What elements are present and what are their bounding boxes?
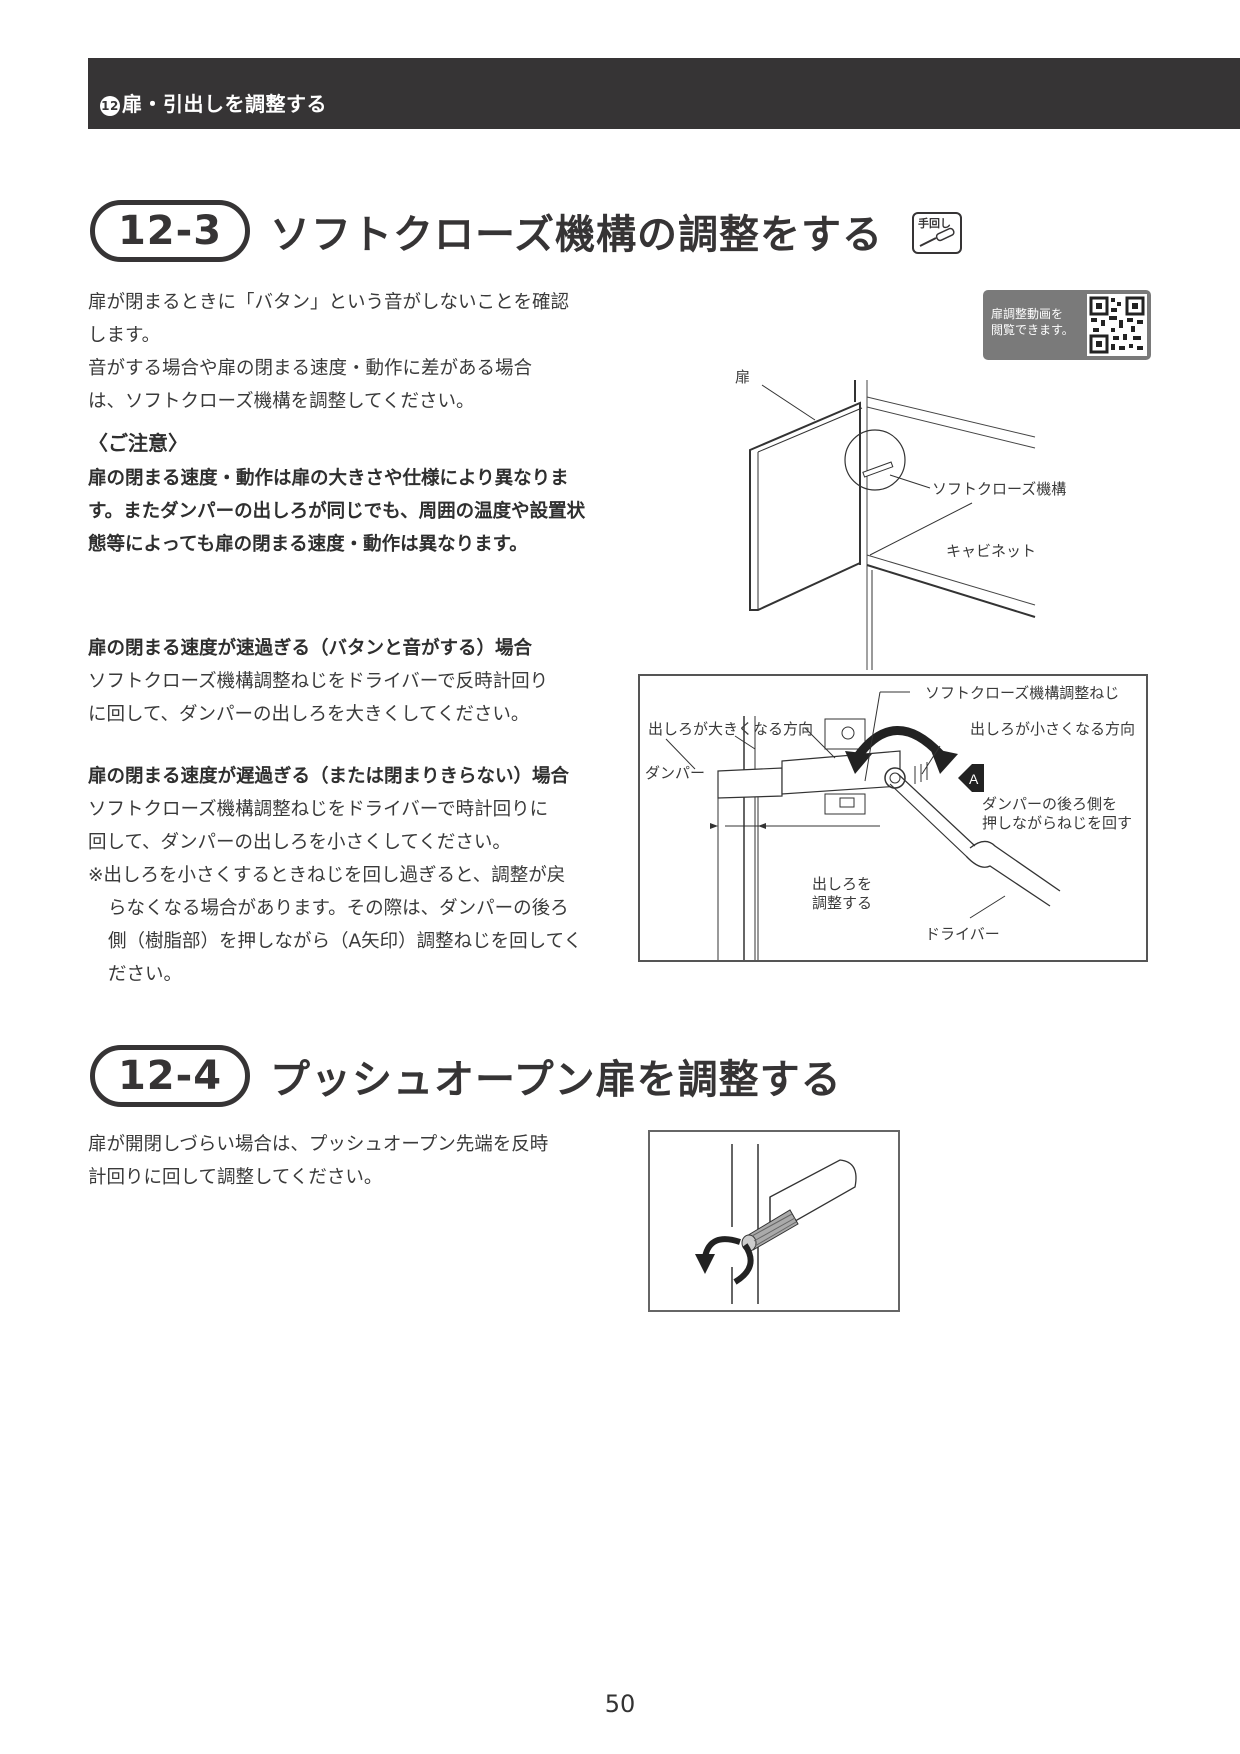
section-title: プッシュオープン扉を調整する xyxy=(270,1057,842,1103)
section-title: ソフトクローズ機構の調整をする xyxy=(270,212,883,258)
section-number: 12-4 xyxy=(90,1045,250,1107)
caution-heading: 〈ご注意〉 xyxy=(88,431,188,455)
label-smaller-direction: 出しろが小さくなる方向 xyxy=(970,720,1136,738)
case-fast-heading: 扉の閉まる速度が速過ぎる（バタンと音がする）場合 xyxy=(88,638,533,659)
case-slow: 扉の閉まる速度が遅過ぎる（または閉まりきらない）場合 ソフトクローズ機構調整ねじ… xyxy=(88,760,618,991)
damper-illustration: A xyxy=(665,691,1061,960)
screwdriver-icon xyxy=(919,227,955,247)
case-slow-heading: 扉の閉まる速度が遅過ぎる（または閉まりきらない）場合 xyxy=(88,766,570,787)
caution-text: 扉の閉まる速度・動作は扉の大きさや仕様により異なりま す。またダンパーの出しろが… xyxy=(88,468,586,555)
push-latch-illustration xyxy=(695,1144,857,1304)
label-adjust-protrusion: 出しろを 調整する xyxy=(812,875,873,912)
hand-tool-badge: 手回し xyxy=(912,212,962,254)
label-soft-close-mechanism: ソフトクローズ機構 xyxy=(932,480,1067,498)
section-number: 12-3 xyxy=(90,200,250,262)
cabinet-door-diagram xyxy=(749,380,1036,670)
intro-paragraph: 扉が閉まるときに「バタン」という音がしないことを確認 します。 音がする場合や扉… xyxy=(88,292,570,412)
label-driver: ドライバー xyxy=(925,925,1000,943)
qr-code-icon[interactable] xyxy=(1087,294,1147,356)
label-cabinet: キャビネット xyxy=(946,542,1037,560)
chapter-number-badge: 12 xyxy=(100,96,120,116)
section-12-4-heading: 12-4 プッシュオープン扉を調整する xyxy=(90,1045,842,1107)
damper-detail-diagram: A xyxy=(638,674,1148,962)
svg-text:A: A xyxy=(969,771,979,787)
label-damper: ダンパー xyxy=(645,764,706,782)
section-12-3-heading: 12-3 ソフトクローズ機構の調整をする xyxy=(90,200,883,262)
label-door: 扉 xyxy=(735,368,751,386)
push-open-paragraph: 扉が開閉しづらい場合は、プッシュオープン先端を反時 計回りに回して調整してくださ… xyxy=(88,1134,549,1188)
push-open-diagram xyxy=(648,1130,900,1312)
label-larger-direction: 出しろが大きくなる方向 xyxy=(648,720,814,738)
video-qr-box[interactable]: 扉調整動画を 閲覧できます。 xyxy=(983,290,1151,360)
label-push-instruction: ダンパーの後ろ側を 押しながらねじを回す xyxy=(982,795,1133,832)
case-fast: 扉の閉まる速度が速過ぎる（バタンと音がする）場合 ソフトクローズ機構調整ねじをド… xyxy=(88,632,618,731)
note: ※出しろを小さくするときねじを回し過ぎると、調整が戻 らなくなる場合があります。… xyxy=(88,865,583,985)
label-adjust-screw: ソフトクローズ機構調整ねじ xyxy=(925,684,1120,702)
page-number: 50 xyxy=(604,1690,636,1718)
